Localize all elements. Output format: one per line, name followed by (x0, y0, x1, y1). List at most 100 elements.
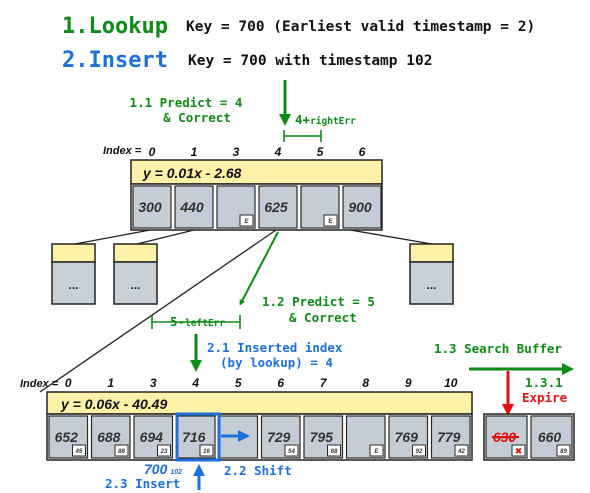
search-buffer-label: 1.3 Search Buffer (434, 341, 562, 356)
expire-step-label: 1.3.1 (525, 375, 563, 390)
right-err-bracket (283, 130, 322, 142)
slot-timestamp: E (374, 449, 379, 455)
timestamp-box (284, 444, 299, 457)
slot-timestamp: E (328, 219, 333, 225)
leaf-ellipsis: ... (426, 278, 436, 292)
slot-key: 716 (182, 429, 206, 445)
array-slot: 694 23 (133, 415, 174, 459)
slot-key: 300 (138, 199, 162, 215)
array-slot: 300 (132, 185, 172, 229)
timestamp-box (72, 444, 86, 457)
leaf-node: ... (51, 243, 96, 305)
inserted-index-value: (by lookup) = 4 (220, 355, 333, 370)
index-label: 1 (107, 376, 114, 390)
timestamp-box (199, 444, 214, 457)
index-label: 1 (191, 145, 198, 159)
index-label: 3 (233, 145, 240, 159)
inserted-index-label: 2.1 Inserted index (207, 340, 343, 355)
slot-timestamp: 23 (160, 449, 168, 455)
array-slot: 795 68 (303, 415, 344, 459)
array-slot: E (300, 185, 340, 229)
timestamp-box (454, 444, 469, 457)
lookup-heading: 1.Lookup (62, 14, 168, 39)
leaf-index-label: Index = (20, 378, 59, 390)
slot-key: 769 (395, 429, 419, 445)
timestamp-box (157, 444, 171, 457)
index-label: 4 (274, 145, 282, 159)
root-to-leaf-line (349, 229, 433, 245)
root-model-equation: y = 0.01x - 2.68 (142, 165, 242, 181)
index-label: 7 (320, 376, 328, 390)
root-index-label: Index = (103, 145, 142, 157)
slot-key: 900 (348, 199, 372, 215)
slot-key: 779 (437, 429, 461, 445)
slot-timestamp: E (244, 219, 249, 225)
lookup-description: Key = 700 (Earliest valid timestamp = 2) (186, 19, 535, 35)
root-correct-label: & Correct (163, 110, 231, 125)
leaf-ellipsis: ... (130, 278, 140, 292)
leaf-model-equation: y = 0.06x - 40.49 (60, 396, 167, 412)
left-err-label: 5-leftErr (170, 314, 225, 329)
right-err-label: 4+rightErr (295, 112, 356, 127)
slot-key: 660 (538, 429, 562, 445)
expired-mark-icon: ✖ (515, 446, 523, 456)
index-label: 5 (317, 145, 324, 159)
insert-description: Key = 700 with timestamp 102 (188, 53, 432, 69)
index-label: 5 (235, 376, 242, 390)
slot-timestamp: 68 (331, 449, 338, 455)
index-label: 8 (362, 376, 369, 390)
leaf-node: ... (113, 243, 158, 305)
array-slot: 716 16 (175, 415, 216, 459)
index-label: 6 (277, 376, 284, 390)
slot-timestamp: 54 (288, 449, 295, 455)
leaf-correct-label: & Correct (289, 310, 357, 325)
insert-step-label: 2.3 Insert (105, 476, 180, 491)
root-to-leaf-line (39, 229, 277, 393)
slot-timestamp: 92 (416, 449, 423, 455)
leaf-ellipsis: ... (68, 278, 78, 292)
slot-key: 688 (97, 429, 121, 445)
leaf-predict-arrow (239, 231, 279, 306)
timestamp-box (239, 214, 254, 227)
slot-timestamp: 42 (457, 449, 465, 455)
array-slot: 729 54 (260, 415, 301, 459)
array-slot: E (216, 185, 256, 229)
array-slot: 440 (174, 185, 214, 229)
timestamp-box (556, 444, 571, 457)
index-label: 6 (359, 145, 366, 159)
index-label: 4 (191, 376, 199, 390)
timestamp-box (114, 444, 129, 457)
root-slot-array (130, 183, 383, 231)
root-to-leaf-line (136, 229, 195, 245)
timestamp-box (369, 444, 384, 457)
index-label: 0 (149, 145, 156, 159)
slot-key: 440 (179, 199, 204, 215)
slot-key: 795 (310, 429, 334, 445)
timestamp-box (511, 444, 526, 457)
index-label: 10 (444, 376, 458, 390)
index-label: 0 (65, 376, 72, 390)
slot-key: 729 (267, 429, 291, 445)
array-slot: 779 42 (430, 415, 471, 459)
index-label: 3 (150, 376, 157, 390)
slot-timestamp: 16 (203, 449, 210, 455)
root-model-box (130, 159, 383, 185)
slot-key: 625 (264, 199, 288, 215)
leaf-node: ... (409, 243, 454, 305)
shift-label: 2.2 Shift (224, 463, 292, 478)
timestamp-box (327, 444, 341, 457)
array-slot: 625 (258, 185, 298, 229)
expire-label: Expire (522, 390, 568, 405)
slot-key: 694 (140, 429, 164, 445)
inserted-slot-highlight (175, 412, 221, 462)
